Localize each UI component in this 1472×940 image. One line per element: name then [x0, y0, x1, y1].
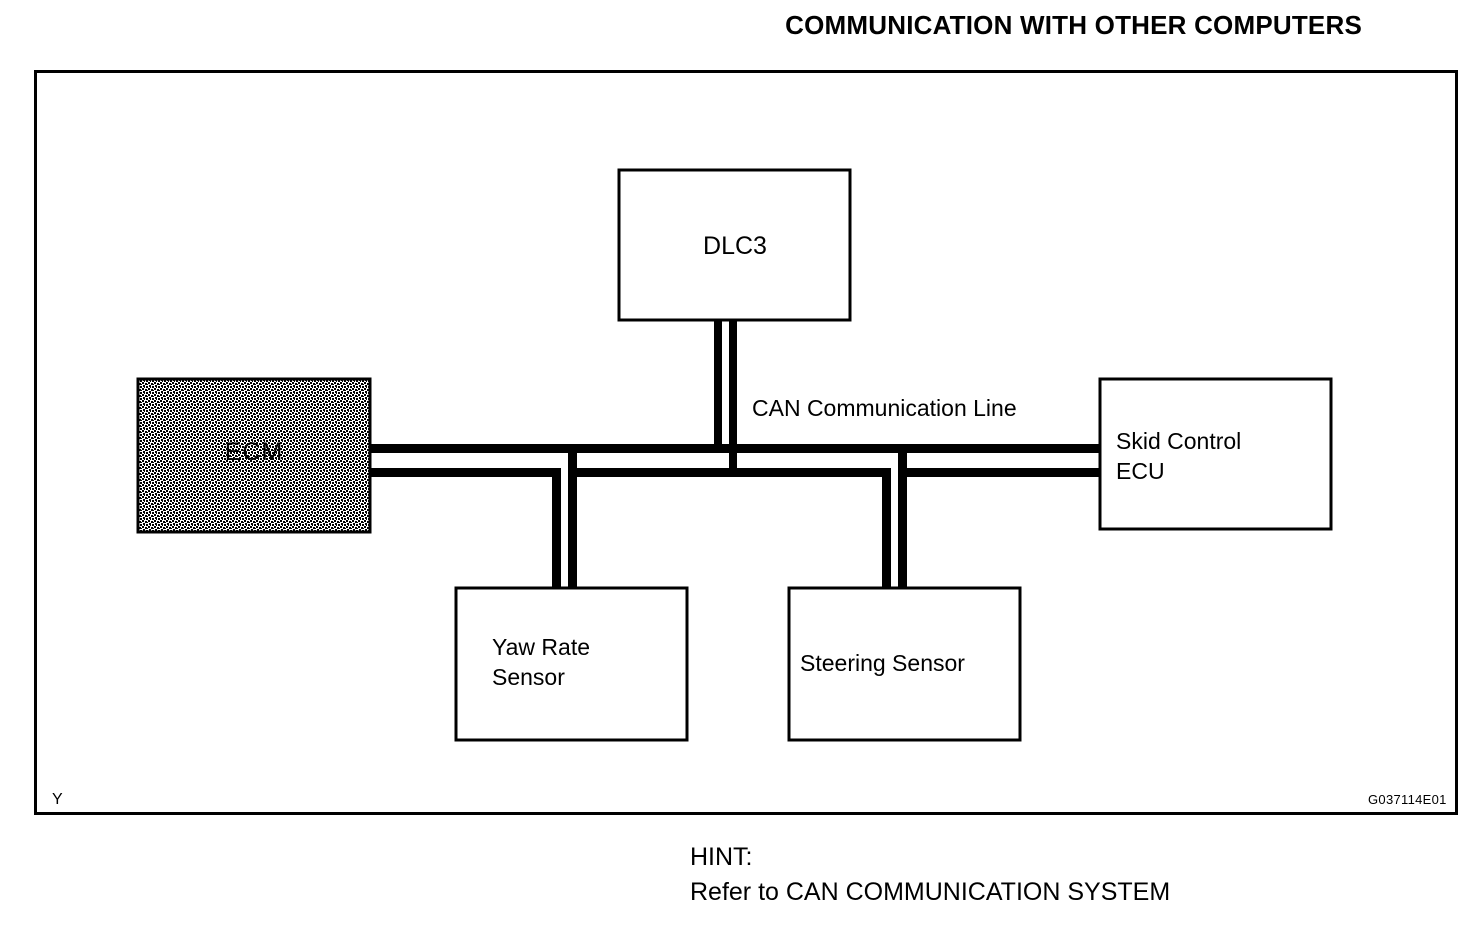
bus-lower-seg-c	[906, 468, 1100, 477]
steer-drop-left	[882, 468, 891, 588]
node-skid-control-ecu[interactable]	[1098, 377, 1333, 531]
node-dlc3[interactable]	[617, 168, 852, 322]
bus-lower-seg-a	[370, 468, 556, 477]
corner-marker: Y	[52, 791, 63, 808]
page-title: COMMUNICATION WITH OTHER COMPUTERS	[785, 10, 1362, 40]
dlc3-drop-left	[714, 320, 722, 453]
steer-drop-right	[898, 444, 907, 588]
node-ecm[interactable]	[136, 377, 372, 534]
hint-text: HINT: Refer to CAN COMMUNICATION SYSTEM	[690, 843, 1171, 906]
node-steering-sensor[interactable]	[787, 586, 1022, 742]
node-label-skid-control-ecu: Skid Control ECU	[1116, 428, 1242, 485]
diagram-canvas	[136, 168, 1333, 742]
node-label-ecm: ECM	[224, 438, 284, 466]
dlc3-drop-right	[729, 320, 737, 477]
node-label-steering-sensor: Steering Sensor	[800, 650, 965, 676]
yaw-drop-right	[568, 444, 577, 588]
bus-label-can-communication-line: CAN Communication Line	[752, 395, 1017, 421]
figure-id: G037114E01	[1368, 792, 1447, 807]
node-label-yaw-rate-sensor: Yaw Rate Sensor	[492, 634, 591, 691]
yaw-drop-left	[552, 468, 561, 588]
can-bus-wiring	[370, 320, 1100, 588]
node-label-dlc3: DLC3	[703, 232, 767, 260]
node-yaw-rate-sensor[interactable]	[454, 586, 689, 742]
